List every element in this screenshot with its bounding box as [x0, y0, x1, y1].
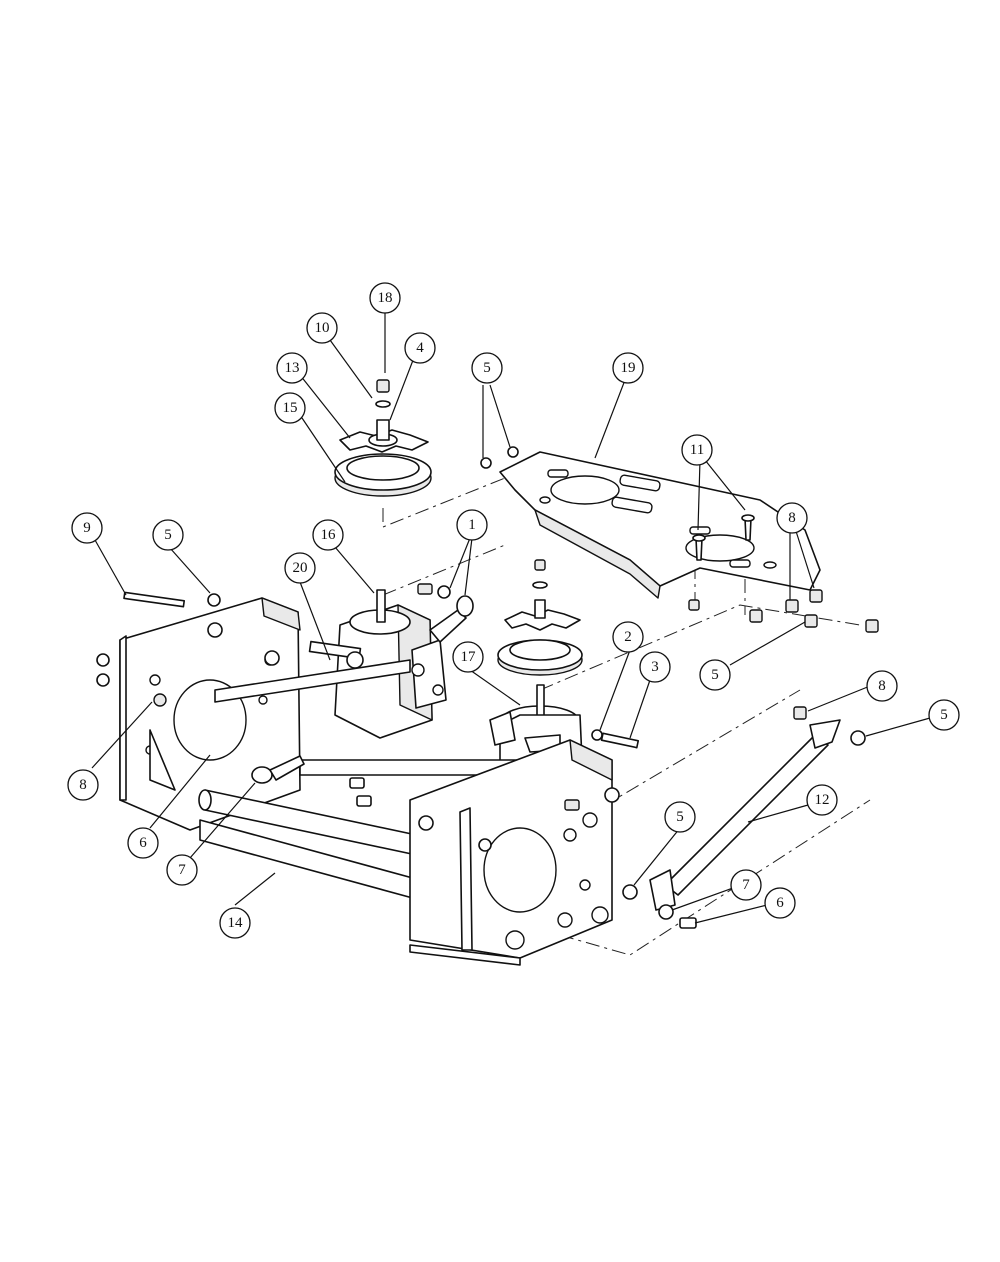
callout-5-mid-label: 5 [711, 667, 719, 683]
callout-4: 4 [404, 332, 436, 364]
callout-6-left-label: 6 [139, 835, 147, 851]
callout-5-right: 5 [928, 699, 960, 731]
callout-5-bottom: 5 [664, 801, 696, 833]
callout-12: 12 [806, 784, 838, 816]
callout-3: 3 [639, 651, 671, 683]
callout-16: 16 [312, 519, 344, 551]
callout-1-label: 1 [468, 517, 476, 533]
callout-2-label: 2 [624, 629, 632, 645]
callout-16-label: 16 [321, 527, 337, 543]
callout-18-label: 18 [378, 290, 393, 306]
callout-1: 1 [456, 509, 488, 541]
items-2-3-hardware [591, 729, 640, 749]
callout-6-left: 6 [127, 827, 159, 859]
callout-5-top-label: 5 [483, 360, 491, 376]
callout-5-top: 5 [471, 352, 503, 384]
callout-14: 14 [219, 907, 251, 939]
callout-4-label: 4 [416, 340, 424, 356]
center-lines [239, 477, 871, 956]
callout-5-left: 5 [152, 519, 184, 551]
top-plate-hardware [480, 446, 879, 633]
callout-7-left: 7 [166, 854, 198, 886]
callout-6-right-label: 6 [776, 895, 784, 911]
top-pulley-assembly [334, 379, 432, 497]
callout-8-top: 8 [776, 502, 808, 534]
callout-2: 2 [612, 621, 644, 653]
callout-6-right: 6 [764, 887, 796, 919]
callout-19: 19 [612, 352, 644, 384]
leader-lines [91, 313, 931, 924]
callout-7-right-label: 7 [742, 877, 750, 893]
callout-8-top-label: 8 [788, 510, 796, 526]
callout-5-mid: 5 [699, 659, 731, 691]
callout-9: 9 [71, 512, 103, 544]
callout-8-left-label: 8 [79, 777, 87, 793]
top-plate [499, 451, 821, 599]
callout-8-right-label: 8 [878, 678, 886, 694]
callout-8-right: 8 [866, 670, 898, 702]
callout-18: 18 [369, 282, 401, 314]
callout-14-label: 14 [228, 915, 244, 931]
callout-20: 20 [284, 552, 316, 584]
callout-5-right-label: 5 [940, 707, 948, 723]
item-9-bolt [123, 591, 221, 608]
callout-5-left-label: 5 [164, 527, 172, 543]
callout-10: 10 [306, 312, 338, 344]
callout-8-left: 8 [67, 769, 99, 801]
callout-15-label: 15 [283, 400, 298, 416]
callout-7-left-label: 7 [178, 862, 186, 878]
callout-17: 17 [452, 641, 484, 673]
callout-9-label: 9 [83, 520, 91, 536]
callout-12-label: 12 [815, 792, 830, 808]
callout-11-label: 11 [690, 442, 704, 458]
callout-13-label: 13 [285, 360, 300, 376]
callout-10-label: 10 [315, 320, 330, 336]
tie-rod [622, 706, 866, 929]
callout-15: 15 [274, 392, 306, 424]
callout-19-label: 19 [621, 360, 636, 376]
callout-5-bottom-label: 5 [676, 809, 684, 825]
callout-13: 13 [276, 352, 308, 384]
callout-7-right: 7 [730, 869, 762, 901]
callout-17-label: 17 [461, 649, 477, 665]
callout-11: 11 [681, 434, 713, 466]
left-link-hardware [153, 693, 305, 784]
callout-20-label: 20 [293, 560, 308, 576]
callout-3-label: 3 [651, 659, 659, 675]
main-frame [96, 597, 620, 966]
item-1-hardware [417, 583, 474, 617]
